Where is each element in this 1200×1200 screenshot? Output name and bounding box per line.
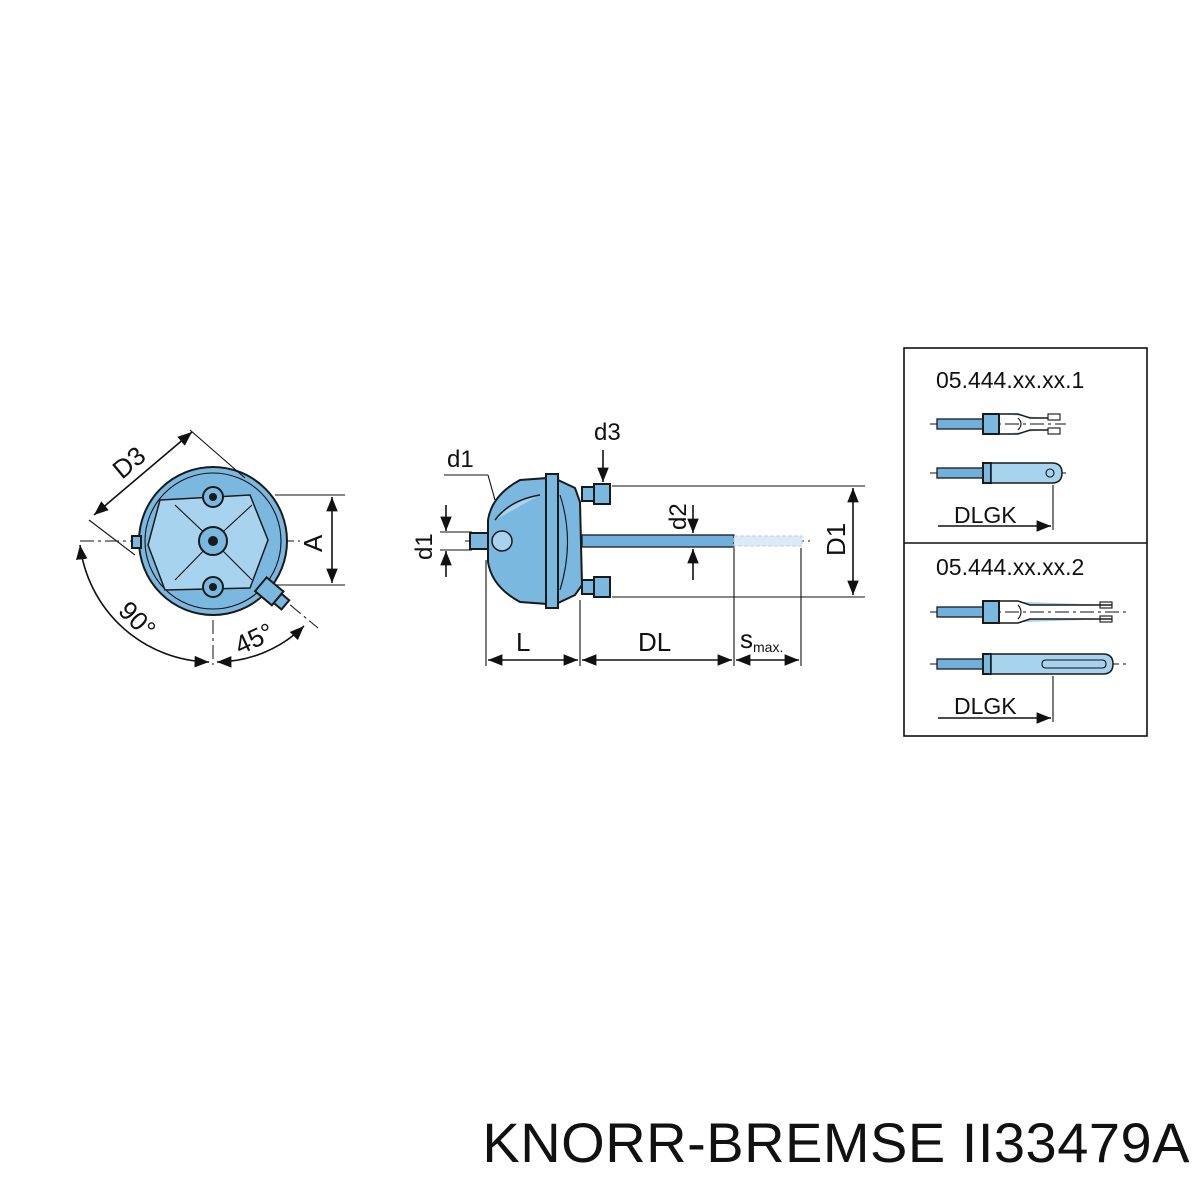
variant2-slotted-eye (930, 653, 1126, 675)
label-l-length: L (516, 627, 530, 657)
variant2-dlgk-label: DLGK (954, 693, 1017, 719)
variant2-code: 05.444.xx.xx.2 (936, 554, 1084, 580)
label-angle-45: 45° (230, 617, 278, 661)
front-view: D3 A 90° 45° (76, 429, 345, 668)
label-d1-diameter: D1 (821, 523, 851, 556)
label-angle-90: 90° (113, 595, 162, 644)
variant1-fork-clevis (930, 413, 1066, 435)
variant1-eye-end (930, 462, 1066, 484)
label-d3-thread: d3 (594, 419, 621, 446)
brake-chamber-side (469, 473, 803, 609)
variant1-dlgk-label: DLGK (954, 502, 1017, 528)
part-caption: KNORR-BREMSE II33479A (482, 1111, 1190, 1174)
label-d3-diameter: D3 (107, 440, 152, 484)
variant2-long-fork (930, 600, 1126, 624)
variant1-code: 05.444.xx.xx.1 (936, 367, 1084, 393)
side-view: d1 d1 d3 d2 D1 L DL smax. (411, 419, 865, 666)
brake-chamber-front (131, 466, 291, 616)
label-d1-side: d1 (411, 533, 438, 560)
label-s-subscript: max. (753, 639, 783, 655)
variants-box: 05.444.xx.xx.1 DLGK 05.444.xx.xx.2 (903, 347, 1148, 737)
label-s-max: smax. (740, 624, 783, 655)
label-d2: d2 (665, 503, 692, 530)
label-s: s (740, 624, 753, 654)
label-d1-top: d1 (447, 446, 474, 473)
label-a-distance: A (298, 534, 328, 552)
label-dl-length: DL (638, 627, 671, 657)
